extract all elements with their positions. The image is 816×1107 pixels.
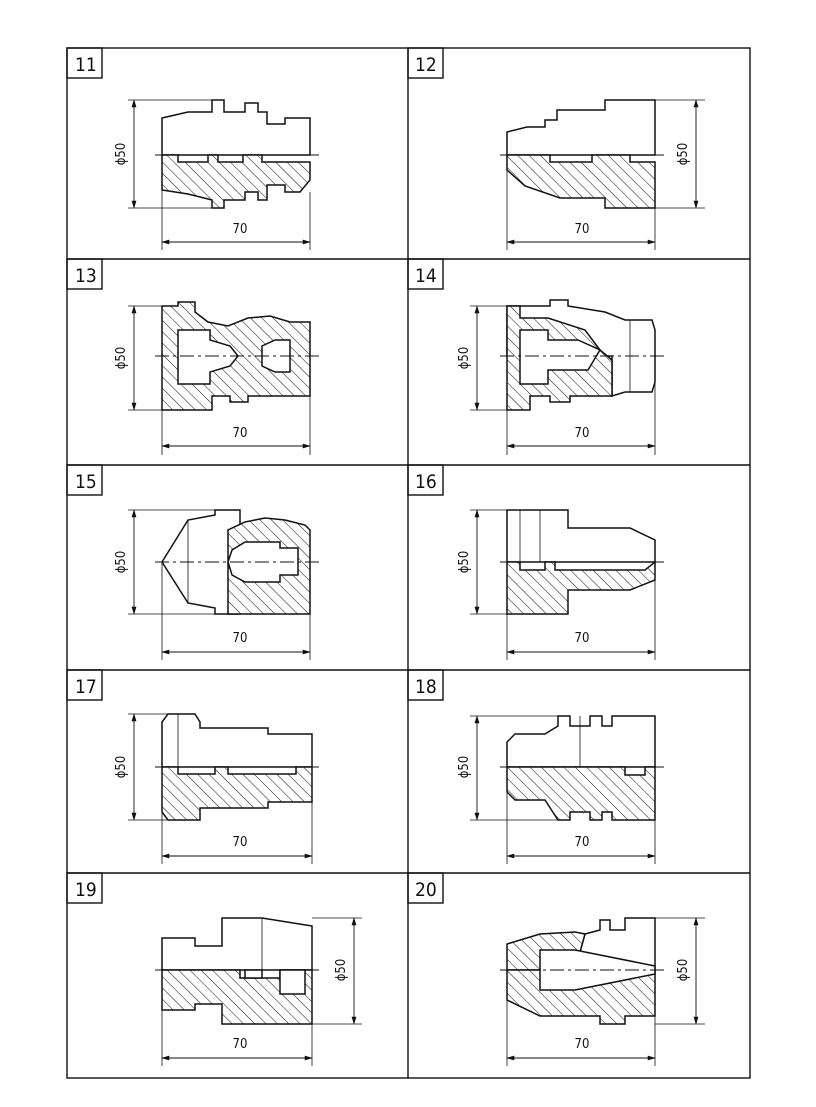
dimension-length: 70 [506,580,656,660]
dimension-diameter: ϕ50 [312,917,362,1025]
dimension-length: 70 [506,382,656,455]
length-label: 70 [233,222,248,237]
dimension-diameter: ϕ50 [457,509,507,615]
drawing-cell-16: 16 ϕ50 70 [407,464,665,660]
cell-number: 11 [75,54,97,76]
cell-number: 12 [415,54,437,76]
diameter-label: ϕ50 [457,347,472,370]
cell-number-box [407,669,444,701]
cell-number-box [407,47,444,79]
cell-number-box [407,258,444,290]
cell-number-box [407,464,444,496]
dimension-length: 70 [161,1010,313,1066]
drawing-cell-19: 19 ϕ50 70 [66,872,362,1066]
drawing-cell-17: 17 ϕ50 70 [66,669,322,864]
diameter-label: ϕ50 [114,347,129,370]
cell-number: 20 [415,879,437,901]
part-view [500,509,665,615]
dimension-length: 70 [506,170,656,250]
cell-number: 13 [75,265,97,287]
length-label: 70 [575,222,590,237]
length-label: 70 [575,631,590,646]
part-view [155,917,322,1025]
diameter-label: ϕ50 [457,551,472,574]
dimension-length: 70 [161,802,313,864]
dimension-diameter: ϕ50 [114,509,215,615]
cell-number-box [66,47,103,79]
part-view [500,299,665,411]
length-label: 70 [233,835,248,850]
cell-number-box [66,258,103,290]
cell-number-box [66,464,103,496]
drawing-cell-13: 13 ϕ50 70 [66,258,322,455]
length-label: 70 [575,835,590,850]
part-view [155,713,322,821]
cell-number: 14 [415,265,437,287]
cell-number: 19 [75,879,97,901]
diameter-label: ϕ50 [676,143,691,166]
dimension-length: 70 [506,1000,656,1066]
drawing-cell-18: 18 ϕ50 70 [407,669,665,864]
dimension-length: 70 [506,792,656,864]
cell-number: 17 [75,676,97,698]
dimension-diameter: ϕ50 [114,305,178,411]
drawing-cell-11: 11 ϕ50 70 [66,47,322,250]
drawing-cell-20: 20 ϕ50 70 [407,872,705,1066]
cell-number-box [66,872,103,904]
cell-number: 15 [75,471,97,493]
dimension-length: 70 [161,562,311,660]
diameter-label: ϕ50 [457,756,472,779]
diameter-label: ϕ50 [114,756,129,779]
diameter-label: ϕ50 [114,551,129,574]
part-view [500,715,665,821]
cell-number-box [407,872,444,904]
length-label: 70 [575,1037,590,1052]
part-view [500,917,665,1025]
diameter-label: ϕ50 [676,959,691,982]
dimension-length: 70 [161,396,311,455]
length-label: 70 [233,631,248,646]
part-view [155,99,322,209]
drawing-cell-15: 15 ϕ50 70 [66,464,322,660]
cell-number-box [66,669,103,701]
length-label: 70 [233,426,248,441]
drawing-cell-12: 12 ϕ50 70 [407,47,705,250]
length-label: 70 [575,426,590,441]
dimension-diameter: ϕ50 [114,99,212,209]
cell-number: 16 [415,471,437,493]
dimension-diameter: ϕ50 [655,99,705,209]
dimension-diameter: ϕ50 [457,305,507,411]
dimension-diameter: ϕ50 [114,713,168,821]
part-view [155,301,322,411]
dimension-length: 70 [161,190,311,250]
part-view [155,509,322,615]
diameter-label: ϕ50 [114,143,129,166]
dimension-diameter: ϕ50 [457,715,558,821]
part-view [500,99,665,209]
length-label: 70 [233,1037,248,1052]
cell-number: 18 [415,676,437,698]
drawing-cell-14: 14 ϕ50 70 [407,258,665,455]
dimension-diameter: ϕ50 [655,917,705,1025]
diameter-label: ϕ50 [334,959,349,982]
